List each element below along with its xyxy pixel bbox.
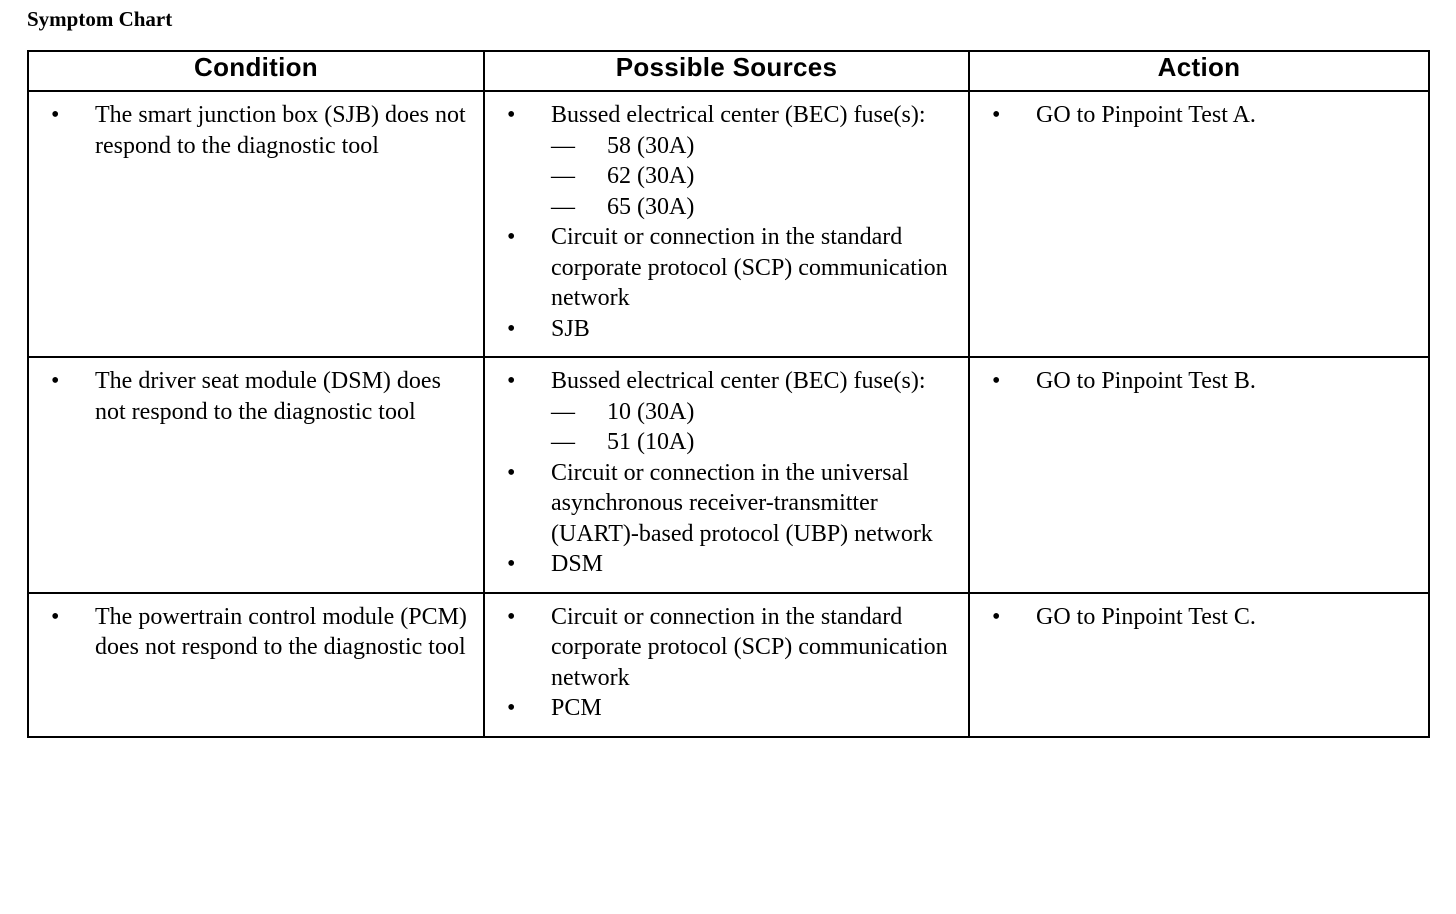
bullet-icon: • xyxy=(507,695,516,721)
cell-action: • GO to Pinpoint Test C. xyxy=(968,591,1430,738)
list-item: • Bussed electrical center (BEC) fuse(s)… xyxy=(493,100,960,222)
sources-bullet-list: • Bussed electrical center (BEC) fuse(s)… xyxy=(493,100,960,344)
dash-icon: — xyxy=(551,163,575,189)
list-item-label: Bussed electrical center (BEC) fuse(s): xyxy=(551,102,926,128)
list-item: • The smart junction box (SJB) does not … xyxy=(37,100,475,161)
list-item: — 58 (30A) xyxy=(551,131,960,162)
cell-action: • GO to Pinpoint Test B. xyxy=(968,356,1430,594)
column-header-action-label: Action xyxy=(1157,52,1241,82)
list-item-label: GO to Pinpoint Test A. xyxy=(1036,102,1256,128)
list-item-label: 10 (30A) xyxy=(607,398,695,425)
list-item-label: DSM xyxy=(551,551,604,577)
fuse-sublist: — 58 (30A) — 62 (30A) — xyxy=(551,131,960,223)
list-item-label: The driver seat module (DSM) does not re… xyxy=(95,368,441,425)
list-item: — 51 (10A) xyxy=(551,427,960,458)
cell-condition: • The powertrain control module (PCM) do… xyxy=(27,591,485,738)
list-item-label: 51 (10A) xyxy=(607,429,695,455)
column-header-possible-sources: Possible Sources xyxy=(483,50,970,92)
sources-bullet-list: • Circuit or connection in the standard … xyxy=(493,602,960,724)
dash-icon: — xyxy=(551,193,575,220)
list-item-label: Circuit or connection in the standard co… xyxy=(551,224,948,311)
cell-possible-sources: • Bussed electrical center (BEC) fuse(s)… xyxy=(483,90,970,358)
cell-possible-sources: • Bussed electrical center (BEC) fuse(s)… xyxy=(483,356,970,594)
bullet-icon: • xyxy=(507,459,516,486)
column-header-condition: Condition xyxy=(27,50,485,92)
table-row: • The powertrain control module (PCM) do… xyxy=(27,591,1430,738)
list-item-label: Circuit or connection in the universal a… xyxy=(551,459,933,547)
page-title: Symptom Chart xyxy=(27,7,173,31)
list-item-label: GO to Pinpoint Test B. xyxy=(1036,368,1256,394)
list-item: • Circuit or connection in the universal… xyxy=(493,458,960,550)
symptom-chart-table: Condition Possible Sources Action • xyxy=(27,50,1430,738)
list-item-label: Bussed electrical center (BEC) fuse(s): xyxy=(551,368,926,394)
cell-possible-sources: • Circuit or connection in the standard … xyxy=(483,591,970,738)
list-item: • PCM xyxy=(493,693,960,724)
list-item-label: The powertrain control module (PCM) does… xyxy=(95,603,467,661)
action-bullet-list: • GO to Pinpoint Test B. xyxy=(978,366,1420,397)
bullet-icon: • xyxy=(51,603,60,630)
bullet-icon: • xyxy=(51,102,60,128)
sources-bullet-list: • Bussed electrical center (BEC) fuse(s)… xyxy=(493,366,960,580)
list-item: • DSM xyxy=(493,549,960,580)
list-item-label: SJB xyxy=(551,315,590,342)
list-item: — 62 (30A) xyxy=(551,161,960,192)
table-body: • The smart junction box (SJB) does not … xyxy=(27,90,1430,738)
list-item: • Bussed electrical center (BEC) fuse(s)… xyxy=(493,366,960,458)
dash-icon: — xyxy=(551,429,575,455)
fuse-sublist: — 10 (30A) — 51 (10A) xyxy=(551,397,960,458)
list-item-label: PCM xyxy=(551,695,602,721)
list-item: • GO to Pinpoint Test A. xyxy=(978,100,1420,131)
list-item: • Circuit or connection in the standard … xyxy=(493,222,960,314)
cell-condition: • The smart junction box (SJB) does not … xyxy=(27,90,485,358)
bullet-icon: • xyxy=(507,551,516,577)
list-item-label: Circuit or connection in the standard co… xyxy=(551,603,948,691)
list-item: — 10 (30A) xyxy=(551,397,960,428)
column-header-action: Action xyxy=(968,50,1430,92)
bullet-icon: • xyxy=(51,368,60,394)
bullet-icon: • xyxy=(992,368,1001,394)
list-item: — 65 (30A) xyxy=(551,192,960,223)
column-header-condition-label: Condition xyxy=(194,52,318,82)
action-bullet-list: • GO to Pinpoint Test A. xyxy=(978,100,1420,131)
bullet-icon: • xyxy=(507,315,516,342)
list-item-label: The smart junction box (SJB) does not re… xyxy=(95,102,466,159)
list-item: • The powertrain control module (PCM) do… xyxy=(37,602,475,663)
bullet-icon: • xyxy=(507,603,516,630)
column-header-possible-sources-label: Possible Sources xyxy=(615,52,838,82)
bullet-icon: • xyxy=(992,102,1001,128)
list-item-label: 62 (30A) xyxy=(607,163,695,189)
condition-bullet-list: • The driver seat module (DSM) does not … xyxy=(37,366,475,427)
dash-icon: — xyxy=(551,398,575,425)
list-item-label: GO to Pinpoint Test C. xyxy=(1036,603,1256,630)
bullet-icon: • xyxy=(507,368,516,394)
list-item: • The driver seat module (DSM) does not … xyxy=(37,366,475,427)
list-item: • Circuit or connection in the standard … xyxy=(493,602,960,694)
table-row: • The smart junction box (SJB) does not … xyxy=(27,90,1430,358)
dash-icon: — xyxy=(551,132,575,159)
list-item: • GO to Pinpoint Test C. xyxy=(978,602,1420,633)
condition-bullet-list: • The smart junction box (SJB) does not … xyxy=(37,100,475,161)
action-bullet-list: • GO to Pinpoint Test C. xyxy=(978,602,1420,633)
bullet-icon: • xyxy=(507,224,516,250)
bullet-icon: • xyxy=(507,102,516,128)
list-item: • GO to Pinpoint Test B. xyxy=(978,366,1420,397)
table-row: • The driver seat module (DSM) does not … xyxy=(27,356,1430,594)
bullet-icon: • xyxy=(992,603,1001,630)
condition-bullet-list: • The powertrain control module (PCM) do… xyxy=(37,602,475,663)
cell-condition: • The driver seat module (DSM) does not … xyxy=(27,356,485,594)
list-item: • SJB xyxy=(493,314,960,345)
list-item-label: 58 (30A) xyxy=(607,132,695,159)
cell-action: • GO to Pinpoint Test A. xyxy=(968,90,1430,358)
table-header-row: Condition Possible Sources Action xyxy=(27,50,1430,92)
list-item-label: 65 (30A) xyxy=(607,193,695,220)
